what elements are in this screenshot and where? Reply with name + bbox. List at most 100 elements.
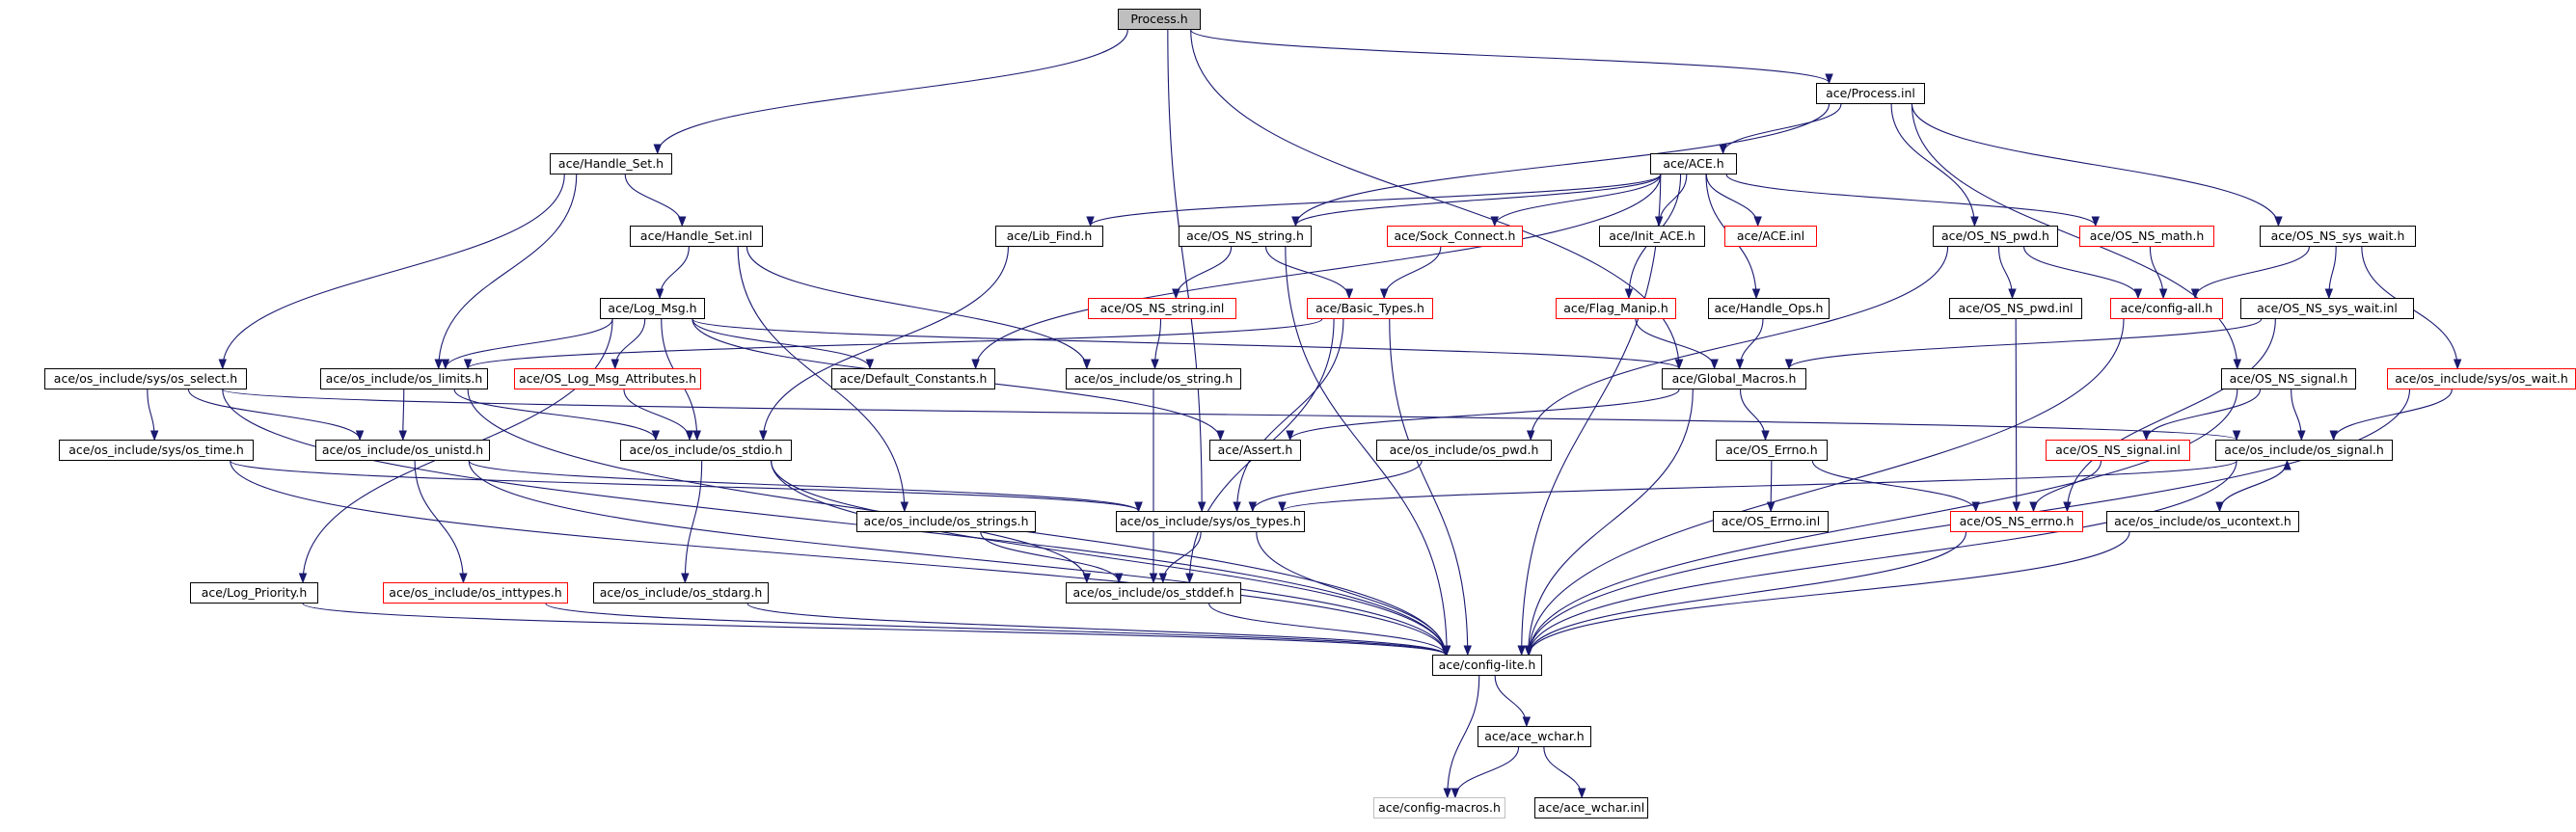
edge-os-ns-pwd-h-to-os-pwd-h xyxy=(1530,246,1949,441)
node-os-stdio-h[interactable]: ace/os_include/os_stdio.h xyxy=(620,440,792,461)
edge-os-select-h-to-os-signal-h xyxy=(222,389,2237,441)
node-config-lite-h[interactable]: ace/config-lite.h xyxy=(1432,655,1542,676)
node-config-macros-h[interactable]: ace/config-macros.h xyxy=(1373,797,1505,819)
edge-config-lite-h-to-config-macros-h xyxy=(1447,675,1480,798)
arrowhead-os-signal-h xyxy=(2329,430,2338,442)
node-os-ns-sys-wait-inl[interactable]: ace/OS_NS_sys_wait.inl xyxy=(2240,298,2414,319)
node-handle-set-h[interactable]: ace/Handle_Set.h xyxy=(550,153,672,174)
edge-config-lite-h-to-ace-wchar-h xyxy=(1494,675,1528,727)
node-os-select-h[interactable]: ace/os_include/sys/os_select.h xyxy=(44,368,247,389)
node-os-log-msg-attr-h[interactable]: ace/OS_Log_Msg_Attributes.h xyxy=(514,368,701,389)
node-process-h: Process.h xyxy=(1118,9,1201,30)
arrowhead-default-constants-h xyxy=(865,359,875,370)
arrowhead-os-errno-inl xyxy=(1766,501,1776,513)
node-os-types-h[interactable]: ace/os_include/sys/os_types.h xyxy=(1116,511,1305,532)
arrowhead-log-msg-h xyxy=(655,288,664,300)
node-os-strings-h[interactable]: ace/os_include/os_strings.h xyxy=(856,511,1036,532)
arrowhead-os-ns-sys-wait-h xyxy=(2274,216,2283,228)
edge-os-ns-sys-wait-inl-to-os-ns-errno-h xyxy=(2066,318,2276,512)
node-os-errno-h[interactable]: ace/OS_Errno.h xyxy=(1716,440,1828,461)
edge-ace-h-to-sock-connect-h xyxy=(1494,174,1662,227)
node-ace-inl[interactable]: ace/ACE.inl xyxy=(1724,226,1817,247)
node-os-unistd-h[interactable]: ace/os_include/os_unistd.h xyxy=(315,440,490,461)
arrowhead-os-types-h xyxy=(1197,501,1207,513)
edge-ace-h-to-ace-inl xyxy=(1705,174,1759,227)
edge-log-msg-h-to-os-log-msg-attr-h xyxy=(614,318,646,369)
arrowhead-os-types-h xyxy=(1233,501,1241,513)
node-os-ns-string-h[interactable]: ace/OS_NS_string.h xyxy=(1179,226,1312,247)
arrowhead-os-pwd-h xyxy=(1526,430,1535,442)
node-os-inttypes-h[interactable]: ace/os_include/os_inttypes.h xyxy=(383,582,568,604)
arrowhead-os-limits-h xyxy=(463,359,473,370)
edge-ace-wchar-h-to-config-macros-h xyxy=(1454,746,1520,798)
node-os-limits-h[interactable]: ace/os_include/os_limits.h xyxy=(320,368,488,389)
node-default-constants-h[interactable]: ace/Default_Constants.h xyxy=(831,368,995,389)
node-os-time-h[interactable]: ace/os_include/sys/os_time.h xyxy=(59,440,254,461)
node-handle-set-inl[interactable]: ace/Handle_Set.inl xyxy=(630,226,763,247)
edge-log-msg-h-to-os-limits-h xyxy=(445,318,613,369)
node-os-signal-h[interactable]: ace/os_include/os_signal.h xyxy=(2215,440,2393,461)
node-os-pwd-h[interactable]: ace/os_include/os_pwd.h xyxy=(1376,440,1552,461)
node-os-errno-inl[interactable]: ace/OS_Errno.inl xyxy=(1713,511,1829,532)
edge-process-inl-to-os-ns-string-h xyxy=(1294,103,1830,227)
arrowhead-os-wait-h xyxy=(2453,359,2462,370)
node-os-ns-signal-inl[interactable]: ace/OS_NS_signal.inl xyxy=(2046,440,2190,461)
edge-process-inl-to-os-ns-sys-wait-h xyxy=(1911,103,2279,227)
node-os-ns-sys-wait-h[interactable]: ace/OS_NS_sys_wait.h xyxy=(2260,226,2416,247)
edge-ace-h-to-config-lite-h xyxy=(1521,174,1662,656)
node-os-ns-math-h[interactable]: ace/OS_NS_math.h xyxy=(2079,226,2214,247)
node-basic-types-h[interactable]: ace/Basic_Types.h xyxy=(1307,298,1433,319)
arrowhead-os-stdio-h xyxy=(759,430,768,442)
node-assert-h[interactable]: ace/Assert.h xyxy=(1209,440,1301,461)
node-os-wait-h[interactable]: ace/os_include/sys/os_wait.h xyxy=(2387,368,2576,389)
edge-os-stdio-h-to-os-stdarg-h xyxy=(684,460,703,583)
node-sock-connect-h[interactable]: ace/Sock_Connect.h xyxy=(1387,226,1523,247)
node-os-ns-pwd-h[interactable]: ace/OS_NS_pwd.h xyxy=(1933,226,2058,247)
arrowhead-os-types-h xyxy=(1134,501,1143,513)
node-os-ucontext-h[interactable]: ace/os_include/os_ucontext.h xyxy=(2106,511,2299,532)
edge-os-select-h-to-os-unistd-h xyxy=(187,389,361,441)
arrowhead-os-types-h xyxy=(1248,501,1258,513)
node-handle-ops-h[interactable]: ace/Handle_Ops.h xyxy=(1708,298,1830,319)
node-os-ns-errno-h[interactable]: ace/OS_NS_errno.h xyxy=(1950,511,2083,532)
edge-handle-set-inl-to-log-msg-h xyxy=(659,246,690,299)
node-ace-wchar-inl[interactable]: ace/ace_wchar.inl xyxy=(1534,797,1648,819)
arrowhead-flag-manip-h xyxy=(1624,288,1634,300)
edge-log-priority-h-to-config-lite-h xyxy=(302,603,1447,656)
node-os-ns-signal-h[interactable]: ace/OS_NS_signal.h xyxy=(2221,368,2356,389)
node-ace-h[interactable]: ace/ACE.h xyxy=(1650,153,1737,174)
arrowhead-os-signal-h xyxy=(2283,459,2291,470)
edge-os-ns-string-h-to-os-ns-string-inl xyxy=(1175,246,1233,299)
node-config-all-h[interactable]: ace/config-all.h xyxy=(2110,298,2223,319)
arrowhead-assert-h xyxy=(1286,430,1294,442)
edge-os-stddef-h-to-config-lite-h xyxy=(1208,603,1447,656)
arrowhead-basic-types-h xyxy=(1379,288,1389,300)
edge-os-ns-sys-wait-h-to-config-all-h xyxy=(2194,246,2310,299)
node-os-ns-pwd-inl[interactable]: ace/OS_NS_pwd.inl xyxy=(1949,298,2082,319)
edge-basic-types-h-to-config-lite-h xyxy=(1389,318,1469,656)
arrowhead-ace-h xyxy=(1719,144,1727,155)
edge-process-inl-to-os-ns-pwd-h xyxy=(1890,103,1975,227)
arrowhead-global-macros-h xyxy=(1784,359,1794,370)
node-os-stdarg-h[interactable]: ace/os_include/os_stdarg.h xyxy=(593,582,769,604)
edge-os-unistd-h-to-config-lite-h xyxy=(468,460,1447,656)
node-global-macros-h[interactable]: ace/Global_Macros.h xyxy=(1662,368,1806,389)
arrowhead-global-macros-h xyxy=(1710,359,1719,370)
node-lib-find-h[interactable]: ace/Lib_Find.h xyxy=(995,226,1103,247)
node-os-ns-string-inl[interactable]: ace/OS_NS_string.inl xyxy=(1088,298,1236,319)
node-ace-wchar-h[interactable]: ace/ace_wchar.h xyxy=(1478,726,1591,747)
arrowhead-lib-find-h xyxy=(1086,216,1095,228)
edge-os-inttypes-h-to-config-lite-h xyxy=(545,603,1447,656)
arrowhead-ace-inl xyxy=(1753,216,1762,228)
arrowhead-ace-wchar-h xyxy=(1522,716,1532,728)
node-os-string-h[interactable]: ace/os_include/os_string.h xyxy=(1066,368,1241,389)
node-init-ace-h[interactable]: ace/Init_ACE.h xyxy=(1599,226,1705,247)
node-os-stddef-h[interactable]: ace/os_include/os_stddef.h xyxy=(1066,582,1241,604)
node-log-priority-h[interactable]: ace/Log_Priority.h xyxy=(190,582,318,604)
node-flag-manip-h[interactable]: ace/Flag_Manip.h xyxy=(1556,298,1676,319)
node-process-inl[interactable]: ace/Process.inl xyxy=(1816,83,1925,104)
edge-handle-set-h-to-handle-set-inl xyxy=(624,174,683,227)
arrowhead-ace-wchar-inl xyxy=(1577,788,1586,799)
edge-os-ns-signal-h-to-os-ns-signal-inl xyxy=(2145,389,2262,441)
node-log-msg-h[interactable]: ace/Log_Msg.h xyxy=(600,298,705,319)
